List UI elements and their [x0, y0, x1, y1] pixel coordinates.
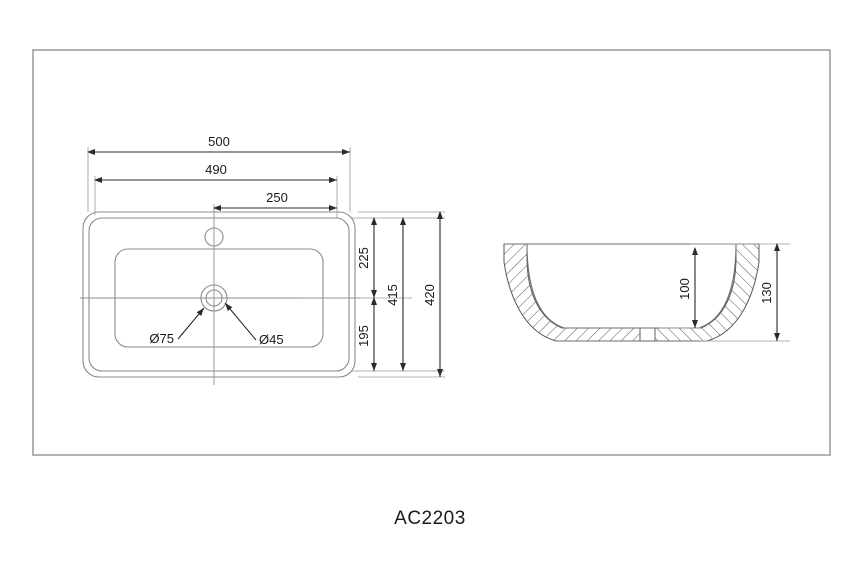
section-inner-profile	[526, 243, 737, 329]
top-view-horizontal-dimensions: 500 490 250	[87, 134, 351, 232]
leader-line-dia45	[224, 302, 257, 341]
dimension-label-500: 500	[208, 134, 230, 149]
section-view-dimensions: 100 130	[660, 243, 790, 342]
dimension-label-415: 415	[385, 284, 400, 306]
section-right-wall	[654, 243, 760, 342]
callout-label-dia45: Ø45	[259, 332, 284, 347]
section-left-wall	[503, 243, 641, 342]
leader-line-dia75	[177, 307, 205, 340]
diameter-callouts: Ø75 Ø45	[149, 302, 284, 347]
top-view-geometry	[80, 205, 360, 385]
basin-rim-offset	[88, 217, 350, 372]
dimension-label-420: 420	[422, 284, 437, 306]
dimension-label-250: 250	[266, 190, 288, 205]
section-view-geometry	[503, 243, 760, 342]
dimension-label-490: 490	[205, 162, 227, 177]
dimension-label-130: 130	[759, 282, 774, 304]
sheet-border	[32, 49, 831, 456]
basin-outer-rim	[82, 211, 356, 378]
dimension-label-225: 225	[356, 247, 371, 269]
top-view-vertical-dimensions: 225 195 415 420	[300, 211, 445, 378]
drawing-title-model-number: AC2203	[394, 508, 466, 529]
dimension-label-195: 195	[356, 325, 371, 347]
dimension-label-100: 100	[677, 278, 692, 300]
callout-label-dia75: Ø75	[149, 331, 174, 346]
